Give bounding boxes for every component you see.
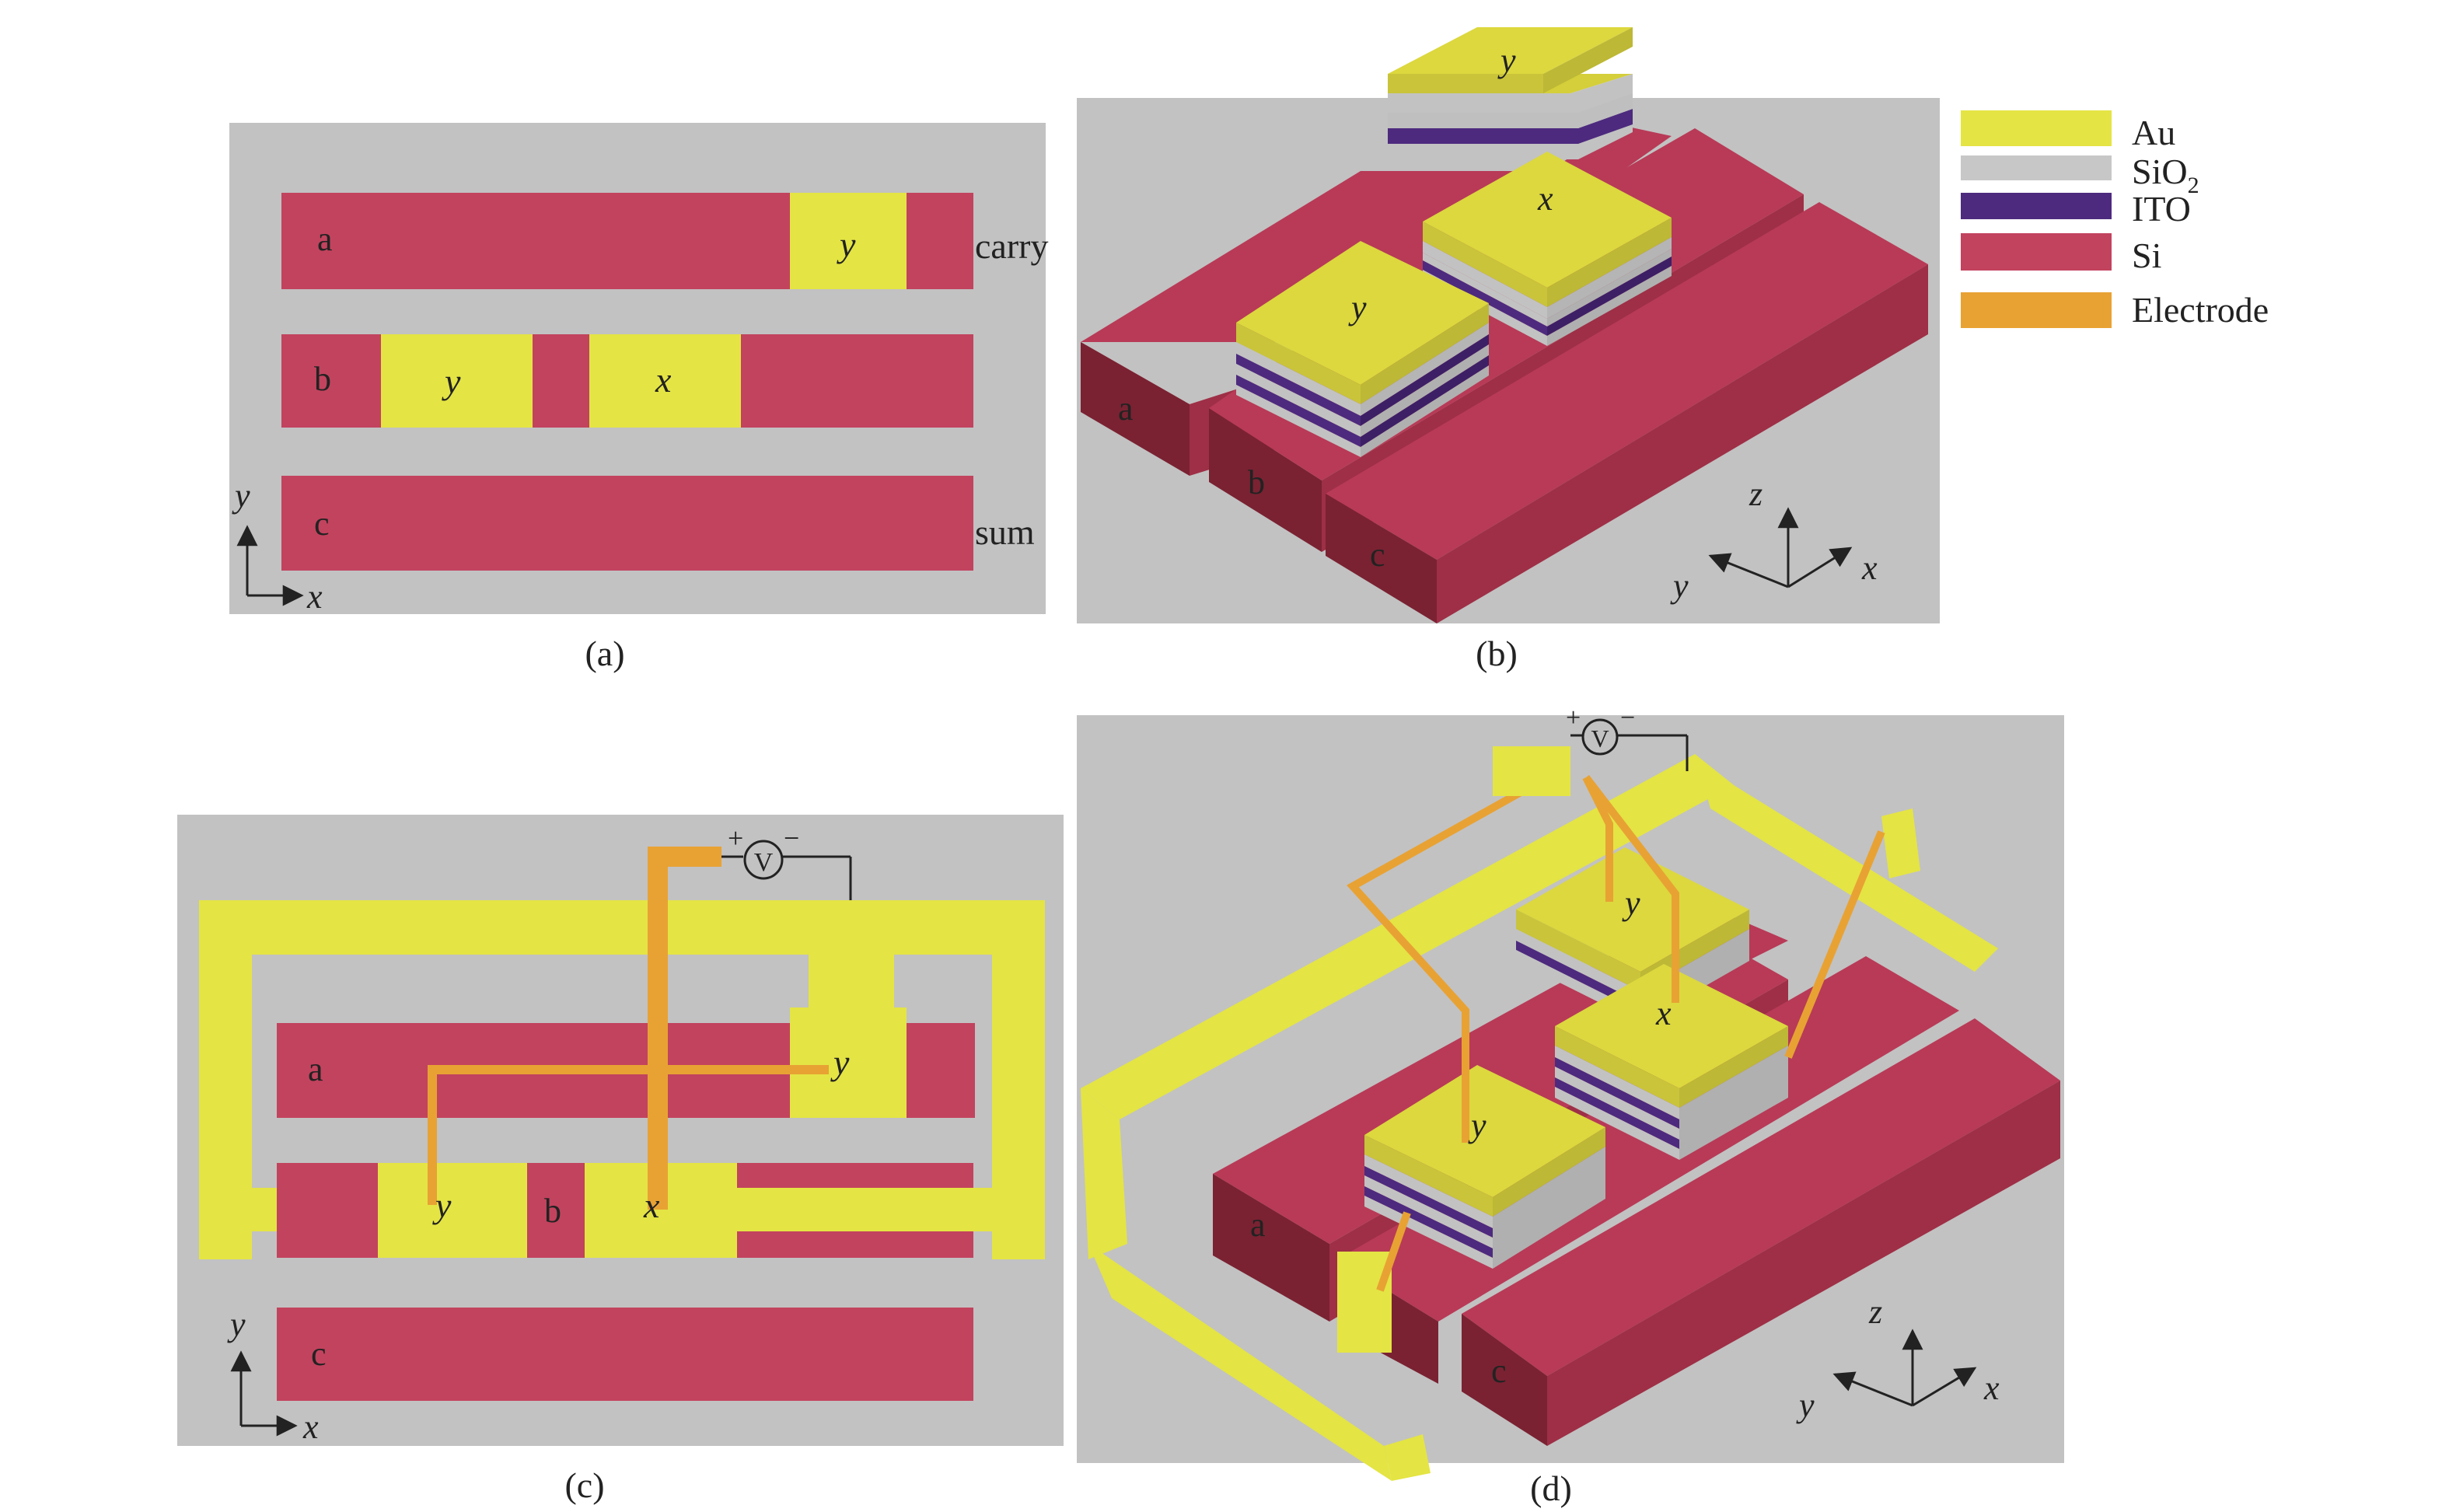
axis-label-z-d: z [1868,1293,1882,1331]
panel-a: a b c y y x carry sum y x (a) [229,123,1048,673]
voltage-symbol-d [1581,718,1619,756]
waveguide-label-a-d: a [1250,1206,1266,1244]
axis-label-x-c: x [302,1408,319,1446]
voltage-plus-d: + [1566,704,1581,732]
waveguide-label-c-d: c [1491,1352,1507,1390]
stack-y-front-d [1364,1065,1605,1269]
voltage-source-c: V + − [721,822,852,900]
voltage-plus-c: + [728,822,743,854]
axis-label-y-c: y [227,1305,246,1343]
axis-label-x-d: x [1983,1369,2000,1407]
gate-label-y-back: y [1497,41,1516,79]
gate-y-on-a [790,193,907,289]
voltage-minus-c: − [784,822,799,854]
gate-y-on-a-c [790,1007,907,1118]
legend-swatch-au [1961,110,2112,146]
caption-a: (a) [585,634,624,673]
gate-label-y-b: y [442,361,461,401]
waveguide-label-a-3d: a [1118,389,1134,428]
axis-label-z-b: z [1749,475,1763,513]
port-label-carry: carry [975,226,1048,266]
legend-swatch-si [1961,233,2112,271]
axis-2d-a: y x [232,477,323,616]
waveguide-c-3d-d [1462,1018,2060,1446]
gate-label-x-d: x [1655,994,1672,1032]
waveguide-label-c-3d: c [1370,536,1385,574]
legend-label-au: Au [2132,113,2175,152]
stack-y-front [1236,241,1489,457]
gate-y-on-b-c [378,1163,527,1258]
gold-routing-d [1081,754,1998,1481]
waveguide-label-c-c: c [311,1335,327,1373]
gold-contact-pad-d [1493,746,1570,796]
legend-label-ito: ITO [2132,189,2191,229]
voltage-minus-d: − [1620,704,1635,732]
axis-3d-b: z x y [1670,475,1878,605]
gate-label-y-a-c: y [830,1042,850,1082]
waveguide-label-a: a [317,220,333,258]
gate-label-x-b: x [655,360,672,400]
caption-c: (c) [564,1465,604,1505]
axis-label-x-a: x [306,578,323,616]
caption-b: (b) [1476,634,1518,673]
legend-swatch-sio2 [1961,155,2112,180]
legend-swatch-electrode [1961,292,2112,328]
waveguide-c-c [277,1308,973,1401]
panel-d: V + − y x y a c z x y (d) [1077,704,2064,1508]
gate-label-y-front-d: y [1468,1106,1487,1144]
gate-label-y-back-d: y [1622,884,1640,922]
gate-label-y-b-c: y [432,1186,452,1225]
gate-x-on-b [589,334,741,428]
waveguide-label-a-c: a [308,1050,323,1088]
panel-b: y x y a b c z x y (b) [1077,27,1940,673]
gold-pad-d [1337,1252,1392,1353]
waveguide-label-b: b [314,360,331,398]
legend-label-electrode: Electrode [2132,290,2269,330]
axis-2d-c: y x [227,1305,319,1446]
legend-label-sio2: SiO2 [2132,152,2199,198]
axis-label-y-b: y [1670,567,1689,605]
waveguide-label-c: c [314,505,330,543]
waveguide-c-3d [1326,202,1928,623]
waveguide-label-b-3d: b [1248,463,1265,501]
waveguide-c [281,476,973,571]
stack-y-back [1388,27,1633,159]
axis-3d-d: z x y [1796,1293,2000,1424]
gate-y-on-b [381,334,533,428]
stack-x-d [1555,964,1788,1160]
legend: Au SiO2 ITO Si Electrode [1961,110,2269,330]
voltage-label-d: V [1591,725,1609,753]
gate-label-y-a: y [837,225,856,264]
electrode-wires-d [1347,773,1885,1292]
axis-label-y-a: y [232,477,250,515]
legend-label-sio2-sub: 2 [2188,173,2199,198]
legend-swatch-ito [1961,193,2112,219]
gold-link-b-c [737,1188,973,1231]
voltage-symbol-c [743,840,784,880]
port-label-sum: sum [975,512,1035,552]
waveguide-label-b-c: b [544,1192,561,1230]
gate-label-x-b-c: x [643,1186,660,1225]
caption-d: (d) [1530,1468,1572,1508]
legend-label-si: Si [2132,236,2161,275]
gate-label-y-front: y [1348,288,1367,326]
voltage-label-c: V [754,848,774,877]
axis-label-x-b: x [1861,549,1878,587]
voltage-source-d: V + − [1566,704,1689,771]
gate-label-x: x [1537,180,1553,218]
panel-c: V + − a b c y y x y x (c) [177,815,1064,1505]
electrode-wires-c [428,847,829,1210]
axis-label-y-d: y [1796,1386,1815,1424]
